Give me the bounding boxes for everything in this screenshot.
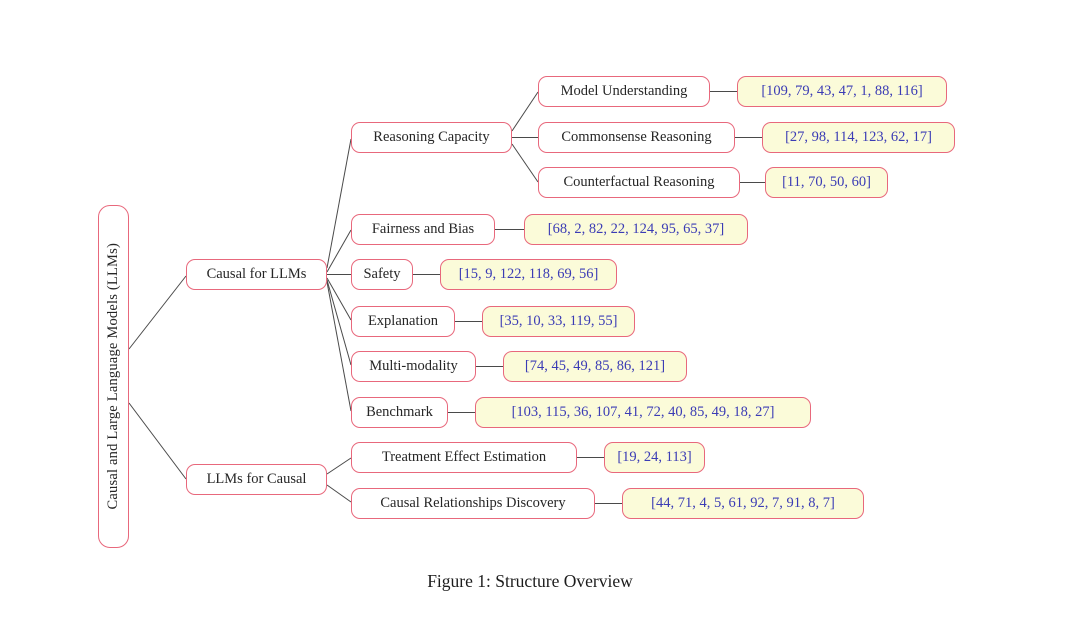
category-node-fairness-and-bias: Fairness and Bias [351, 214, 495, 245]
citation-box-explanation: [35, 10, 33, 119, 55] [482, 306, 635, 337]
tree-edge [128, 402, 187, 480]
tree-edge [326, 277, 352, 321]
branch-node-label: Causal for LLMs [206, 266, 307, 282]
leaf-node-counterfactual-reasoning: Counterfactual Reasoning [538, 167, 740, 198]
citation-list: [35, 10, 33, 119, 55] [499, 313, 618, 329]
category-node-label: Multi-modality [369, 358, 458, 374]
tree-edge [326, 279, 352, 366]
citation-list: [19, 24, 113] [617, 449, 692, 465]
citation-list: [44, 71, 4, 5, 61, 92, 7, 91, 8, 7] [651, 495, 835, 511]
citation-box-multi-modality: [74, 45, 49, 85, 86, 121] [503, 351, 687, 382]
category-node-benchmark: Benchmark [351, 397, 448, 428]
branch-node-causal-for-llms: Causal for LLMs [186, 259, 327, 290]
citation-box-treatment-effect-estimation: [19, 24, 113] [604, 442, 705, 473]
tree-edge [326, 457, 352, 475]
tree-edge [128, 275, 187, 350]
citation-box-fairness-and-bias: [68, 2, 82, 22, 124, 95, 65, 37] [524, 214, 748, 245]
branch-node-llms-for-causal: LLMs for Causal [186, 464, 327, 495]
citation-list: [109, 79, 43, 47, 1, 88, 116] [761, 83, 923, 99]
citation-list: [68, 2, 82, 22, 124, 95, 65, 37] [547, 221, 725, 237]
category-node-reasoning-capacity: Reasoning Capacity [351, 122, 512, 153]
citation-box-model-understanding: [109, 79, 43, 47, 1, 88, 116] [737, 76, 947, 107]
category-node-safety: Safety [351, 259, 413, 290]
citation-list: [103, 115, 36, 107, 41, 72, 40, 85, 49, … [511, 404, 775, 420]
tree-edge [326, 138, 352, 269]
tree-edge [511, 91, 539, 132]
category-node-label: Fairness and Bias [371, 221, 475, 237]
leaf-node-label: Counterfactual Reasoning [563, 174, 715, 190]
branch-node-label: LLMs for Causal [206, 471, 307, 487]
category-node-treatment-effect-estimation: Treatment Effect Estimation [351, 442, 577, 473]
category-node-multi-modality: Multi-modality [351, 351, 476, 382]
category-node-explanation: Explanation [351, 306, 455, 337]
citation-box-counterfactual-reasoning: [11, 70, 50, 60] [765, 167, 888, 198]
leaf-node-model-understanding: Model Understanding [538, 76, 710, 107]
citation-list: [27, 98, 114, 123, 62, 17] [785, 129, 932, 145]
root-node-label: Causal and Large Language Models (LLMs) [105, 243, 121, 510]
citation-box-safety: [15, 9, 122, 118, 69, 56] [440, 259, 617, 290]
category-node-label: Explanation [367, 313, 439, 329]
category-node-label: Benchmark [366, 404, 433, 420]
category-node-causal-relationships-discovery: Causal Relationships Discovery [351, 488, 595, 519]
category-node-label: Treatment Effect Estimation [381, 449, 547, 465]
figure-caption: Figure 1: Structure Overview [427, 571, 633, 591]
leaf-node-label: Model Understanding [560, 83, 688, 99]
citation-list: [74, 45, 49, 85, 86, 121] [524, 358, 666, 374]
citation-box-commonsense-reasoning: [27, 98, 114, 123, 62, 17] [762, 122, 955, 153]
leaf-node-commonsense-reasoning: Commonsense Reasoning [538, 122, 735, 153]
category-node-label: Reasoning Capacity [373, 129, 490, 145]
tree-edge [326, 229, 352, 273]
tree-edge [511, 143, 539, 183]
citation-list: [15, 9, 122, 118, 69, 56] [458, 266, 599, 282]
leaf-node-label: Commonsense Reasoning [561, 129, 712, 145]
category-node-label: Safety [363, 266, 401, 282]
tree-edge [326, 484, 352, 503]
category-node-label: Causal Relationships Discovery [380, 495, 566, 511]
citation-box-causal-relationships-discovery: [44, 71, 4, 5, 61, 92, 7, 91, 8, 7] [622, 488, 864, 519]
citation-list: [11, 70, 50, 60] [782, 174, 871, 190]
citation-box-benchmark: [103, 115, 36, 107, 41, 72, 40, 85, 49, … [475, 397, 811, 428]
root-node-causal-and-llms: Causal and Large Language Models (LLMs) [98, 205, 129, 548]
tree-edge [326, 281, 352, 412]
